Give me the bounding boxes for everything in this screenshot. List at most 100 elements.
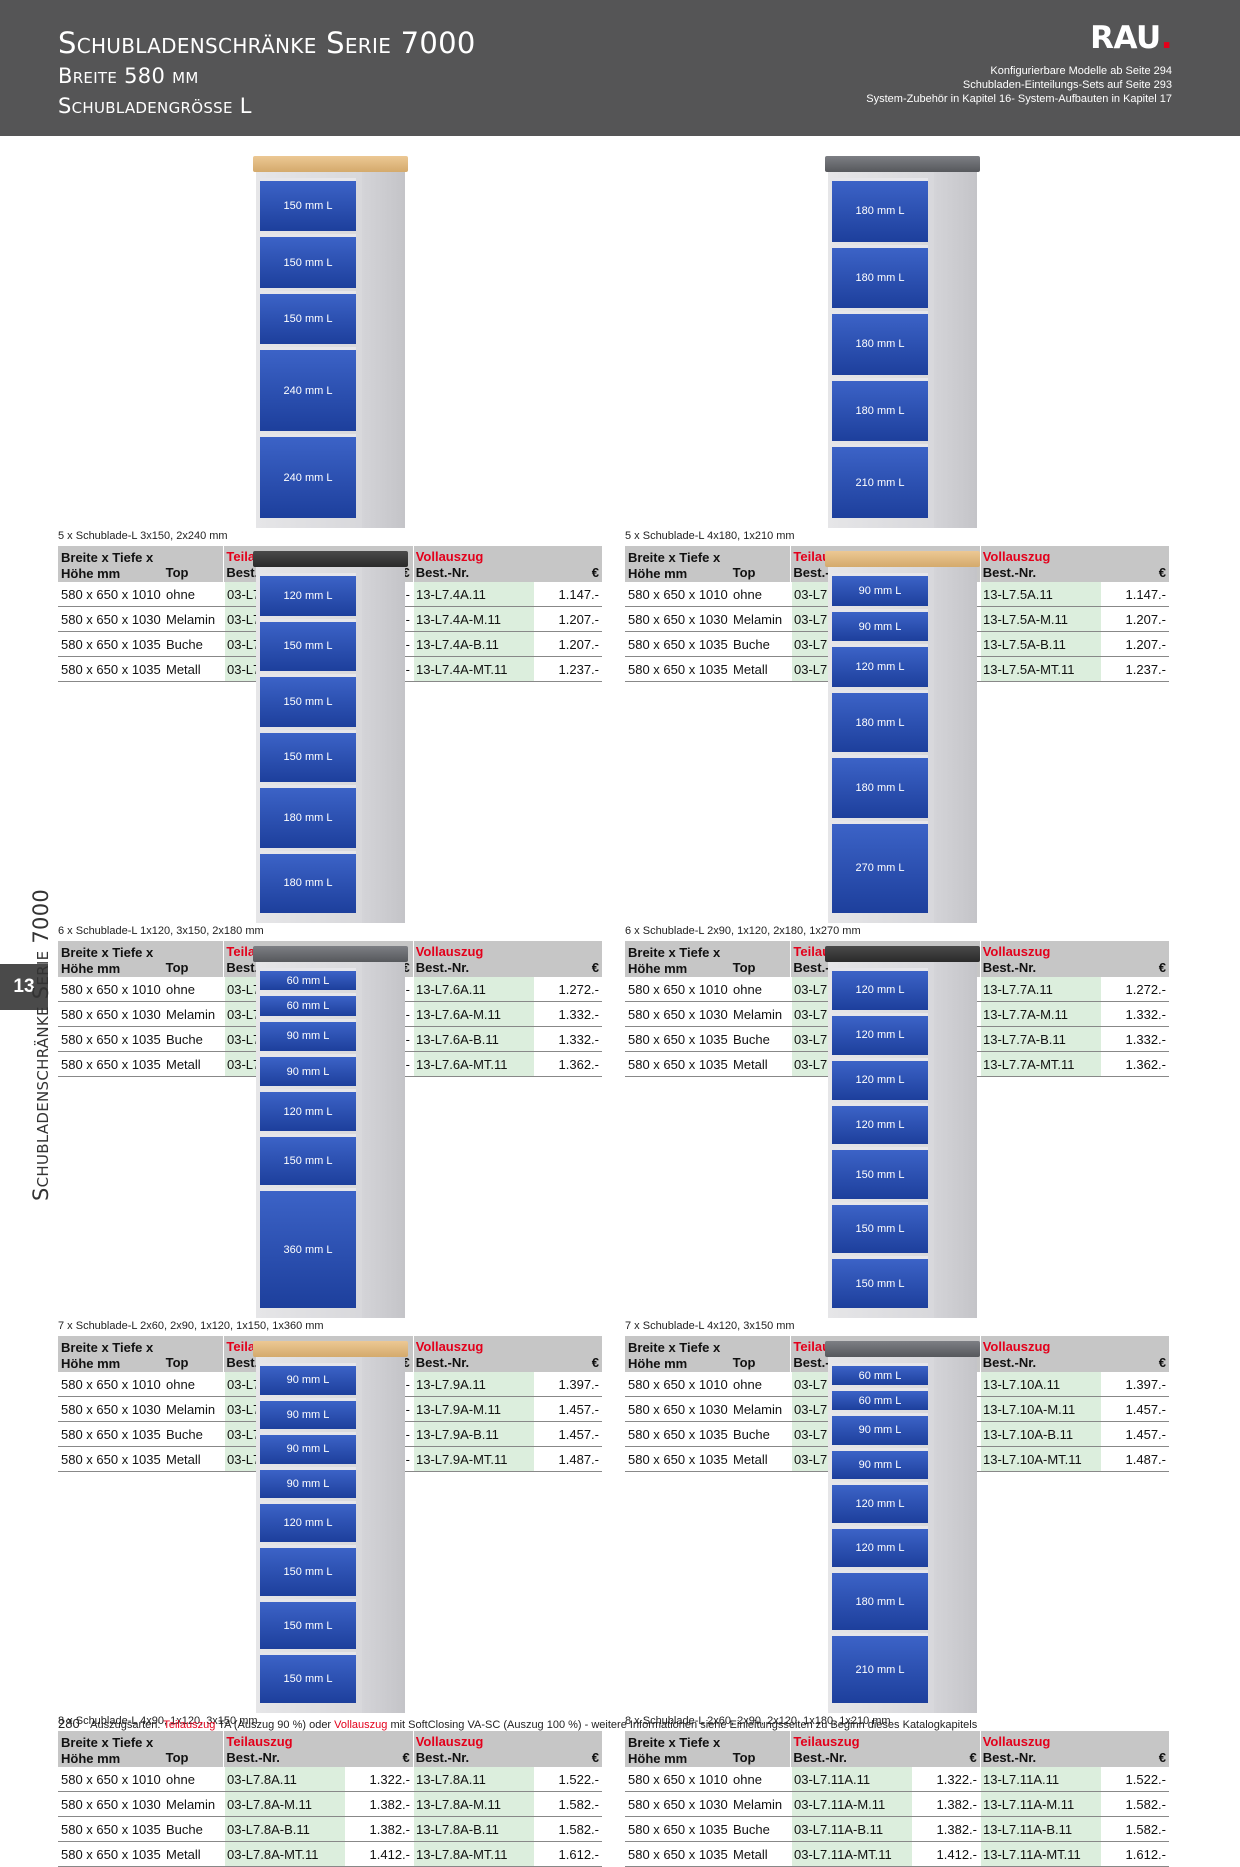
header-dim-line1: Breite x Tiefe x — [61, 1340, 154, 1355]
cell-order-nr-voll: 13-L7.4A.11 — [413, 582, 534, 606]
drawer: 150 mm L — [260, 618, 356, 672]
header-eur: € — [969, 1750, 977, 1765]
cell-order-nr-voll: 13-L7.5A-MT.11 — [980, 657, 1101, 681]
drawer-label: 180 mm L — [855, 782, 905, 795]
drawer: 150 mm L — [260, 178, 356, 232]
cabinet-worktop — [253, 156, 408, 172]
drawer: 90 mm L — [260, 1397, 356, 1430]
cell-top: Metall — [166, 1846, 201, 1862]
cell-top: ohne — [166, 1376, 195, 1392]
drawer-label: 180 mm L — [855, 716, 905, 729]
drawer: 90 mm L — [832, 573, 928, 606]
cell-price-teil: 1.412.- — [936, 1846, 977, 1862]
cell-dimensions: 580 x 650 x 1030 — [61, 611, 161, 627]
cell-dimensions: 580 x 650 x 1030 — [628, 1006, 728, 1022]
cell-order-nr-voll: 13-L7.4A-MT.11 — [413, 657, 534, 681]
drawer: 90 mm L — [260, 1053, 356, 1087]
header-dim-line1: Breite x Tiefe x — [628, 550, 721, 565]
product-caption: 7 x Schublade-L 4x120, 3x150 mm — [625, 1320, 795, 1332]
header-top-label: Top — [165, 565, 189, 580]
cell-price-voll: 1.457.- — [1125, 1401, 1166, 1417]
drawer-label: 90 mm L — [286, 1030, 330, 1043]
cell-price-teil: 1.382.- — [936, 1796, 977, 1812]
header-eur: € — [402, 565, 410, 580]
cell-price-voll: 1.612.- — [1125, 1846, 1166, 1862]
table-row: 580 x 650 x 1030Melamin03-L7.10A-M.111.2… — [625, 1397, 1169, 1422]
header-voll-label: Vollauszug — [982, 549, 1051, 564]
logo-dot: . — [1160, 20, 1173, 56]
drawer-label: 150 mm L — [283, 1673, 333, 1686]
drawer-label: 150 mm L — [283, 640, 333, 653]
drawer-label: 180 mm L — [855, 405, 905, 418]
header-voll-label: Vollauszug — [415, 1734, 484, 1749]
header-best-nr: Best.-Nr. — [982, 1355, 1037, 1370]
drawer: 120 mm L — [832, 1102, 928, 1145]
header-dim-line1: Breite x Tiefe x — [61, 1735, 154, 1750]
drawer-label: 180 mm L — [855, 205, 905, 218]
cell-top: Buche — [166, 1031, 203, 1047]
cell-price-voll: 1.487.- — [1125, 1451, 1166, 1467]
cell-order-nr-voll: 13-L7.5A-B.11 — [980, 632, 1101, 656]
cell-top: Buche — [166, 636, 203, 652]
cabinet-worktop — [825, 551, 980, 567]
drawer: 90 mm L — [260, 1466, 356, 1499]
drawer-label: 150 mm L — [283, 751, 333, 764]
cell-price-voll: 1.582.- — [558, 1821, 599, 1837]
cell-top: Metall — [733, 1846, 768, 1862]
cell-order-nr-voll: 13-L7.4A-M.11 — [413, 607, 534, 631]
cell-order-nr-voll: 13-L7.6A-M.11 — [413, 1002, 534, 1026]
drawer-label: 90 mm L — [286, 1443, 330, 1456]
cell-order-nr-voll: 13-L7.7A-B.11 — [980, 1027, 1101, 1051]
header-eur: € — [591, 960, 599, 975]
header-top-label: Top — [165, 1750, 189, 1765]
drawer: 180 mm L — [832, 377, 928, 442]
header-best-nr: Best.-Nr. — [415, 565, 470, 580]
cell-top: Metall — [166, 1451, 201, 1467]
drawer-label: 150 mm L — [283, 313, 333, 326]
cell-dimensions: 580 x 650 x 1010 — [628, 1771, 728, 1787]
cell-price-voll: 1.522.- — [1125, 1771, 1166, 1787]
product-caption: 5 x Schublade-L 3x150, 2x240 mm — [58, 530, 228, 542]
cell-order-nr-voll: 13-L7.9A-M.11 — [413, 1397, 534, 1421]
drawer-label: 120 mm L — [855, 1029, 905, 1042]
cell-dimensions: 580 x 650 x 1035 — [61, 1056, 161, 1072]
cell-order-nr-voll: 13-L7.10A-M.11 — [980, 1397, 1101, 1421]
cell-dimensions: 580 x 650 x 1030 — [628, 611, 728, 627]
header-eur: € — [1158, 565, 1166, 580]
cell-price-voll: 1.272.- — [558, 981, 599, 997]
page-header: Schubladenschränke Serie 7000 Breite 580… — [0, 0, 1240, 136]
cell-dimensions: 580 x 650 x 1010 — [61, 586, 161, 602]
cell-dimensions: 580 x 650 x 1035 — [61, 1821, 161, 1837]
cell-top: Melamin — [733, 611, 783, 627]
drawer-label: 180 mm L — [855, 271, 905, 284]
cell-dimensions: 580 x 650 x 1010 — [628, 981, 728, 997]
cell-price-voll: 1.362.- — [558, 1056, 599, 1072]
cell-order-nr-voll: 13-L7.8A-MT.11 — [413, 1842, 534, 1866]
cell-price-voll: 1.487.- — [558, 1451, 599, 1467]
cell-top: Buche — [733, 1821, 770, 1837]
header-top-label: Top — [165, 1355, 189, 1370]
cell-top: Metall — [733, 661, 768, 677]
cell-price-voll: 1.147.- — [558, 586, 599, 602]
drawer-label: 60 mm L — [858, 1394, 902, 1407]
drawer: 60 mm L — [832, 1388, 928, 1411]
drawer: 240 mm L — [260, 434, 356, 519]
header-voll-label: Vollauszug — [982, 1734, 1051, 1749]
header-top: Top — [731, 1731, 791, 1767]
cell-dimensions: 580 x 650 x 1035 — [628, 661, 728, 677]
header-dim-line2: Höhe mm — [61, 1751, 121, 1766]
